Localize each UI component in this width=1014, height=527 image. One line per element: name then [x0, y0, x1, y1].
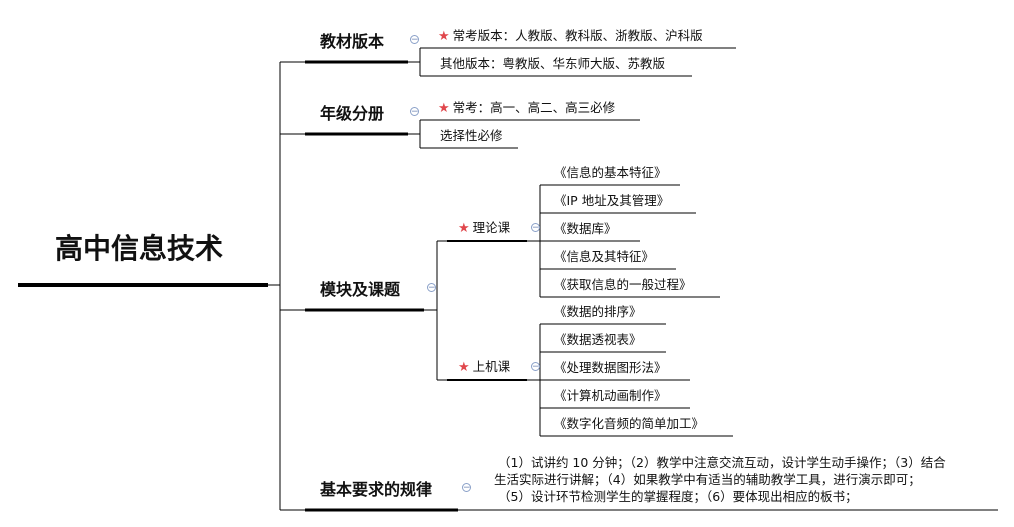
lab-item: 《处理数据图形法》: [554, 360, 667, 375]
rules-paragraph: （1）试讲约 10 分钟；（2）教学中注意交流互动，设计学生动手操作；（3）结合…: [494, 454, 994, 505]
branch-rules-title: 基本要求的规律: [320, 480, 433, 499]
grade-common-text: 常考：高一、高二、高三必修: [452, 100, 616, 115]
root-title: 高中信息技术: [55, 232, 224, 265]
rules-line: （1）试讲约 10 分钟；（2）教学中注意交流互动，设计学生动手操作；（3）结合: [498, 455, 946, 470]
theory-item: 《信息及其特征》: [554, 249, 655, 264]
theory-item: 《数据库》: [554, 221, 617, 236]
lab-item: 《数据的排序》: [554, 304, 642, 319]
branch-grade-title: 年级分册: [320, 104, 385, 123]
theory-item: 《IP 地址及其管理》: [554, 193, 670, 208]
collapse-icon[interactable]: −: [427, 283, 436, 293]
edition-other-item: 其他版本：粤教版、华东师大版、苏教版: [440, 56, 666, 71]
collapse-icon[interactable]: −: [410, 107, 419, 117]
collapse-icon[interactable]: −: [531, 362, 540, 372]
theory-item: 《获取信息的一般过程》: [554, 277, 692, 292]
theory-label: ★理论课: [458, 220, 511, 236]
collapse-icon[interactable]: −: [410, 35, 419, 45]
star-icon: ★: [458, 221, 470, 236]
collapse-icon[interactable]: −: [462, 483, 471, 493]
star-icon: ★: [438, 101, 450, 116]
lab-item: 《数据透视表》: [554, 332, 642, 347]
rules-line: 生活实际进行讲解；（4）如果教学中有适当的辅助教学工具，进行演示即可；: [494, 472, 921, 487]
lab-item: 《数字化音频的简单加工》: [554, 416, 705, 431]
rules-line: （5）设计环节检测学生的掌握程度；（6）要体现出相应的板书；: [498, 489, 858, 504]
theory-label-text: 理论课: [472, 220, 511, 235]
collapse-icon[interactable]: −: [531, 223, 540, 233]
lab-item: 《计算机动画制作》: [554, 388, 667, 403]
lab-label: ★上机课: [458, 359, 511, 375]
branch-edition-title: 教材版本: [320, 32, 385, 51]
edition-common-item: ★常考版本：人教版、教科版、浙教版、沪科版: [438, 28, 703, 44]
branch-modules-title: 模块及课题: [320, 280, 401, 299]
star-icon: ★: [458, 360, 470, 375]
star-icon: ★: [438, 29, 450, 44]
lab-label-text: 上机课: [472, 359, 511, 374]
theory-item: 《信息的基本特征》: [554, 165, 667, 180]
edition-common-text: 常考版本：人教版、教科版、浙教版、沪科版: [452, 28, 703, 43]
grade-common-item: ★常考：高一、高二、高三必修: [438, 100, 616, 116]
grade-elective-item: 选择性必修: [440, 128, 503, 143]
